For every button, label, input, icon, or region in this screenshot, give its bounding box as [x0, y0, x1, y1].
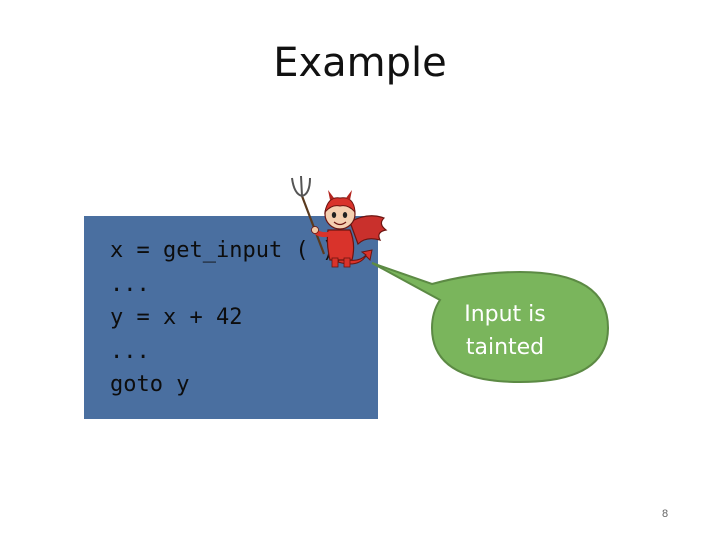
callout-text-line-1: Input is [464, 302, 546, 327]
page-number: 8 [662, 508, 669, 520]
code-line-2: ... [110, 272, 150, 297]
code-line-3: y = x + 42 [110, 305, 243, 330]
callout-text-line-2: tainted [465, 335, 545, 360]
callout-text: Input is tainted [430, 298, 580, 364]
slide-title: Example [273, 40, 447, 86]
code-line-4: ... [110, 339, 150, 364]
devil-with-pitchfork-icon [291, 175, 388, 268]
code-line-5: goto y [110, 372, 190, 397]
